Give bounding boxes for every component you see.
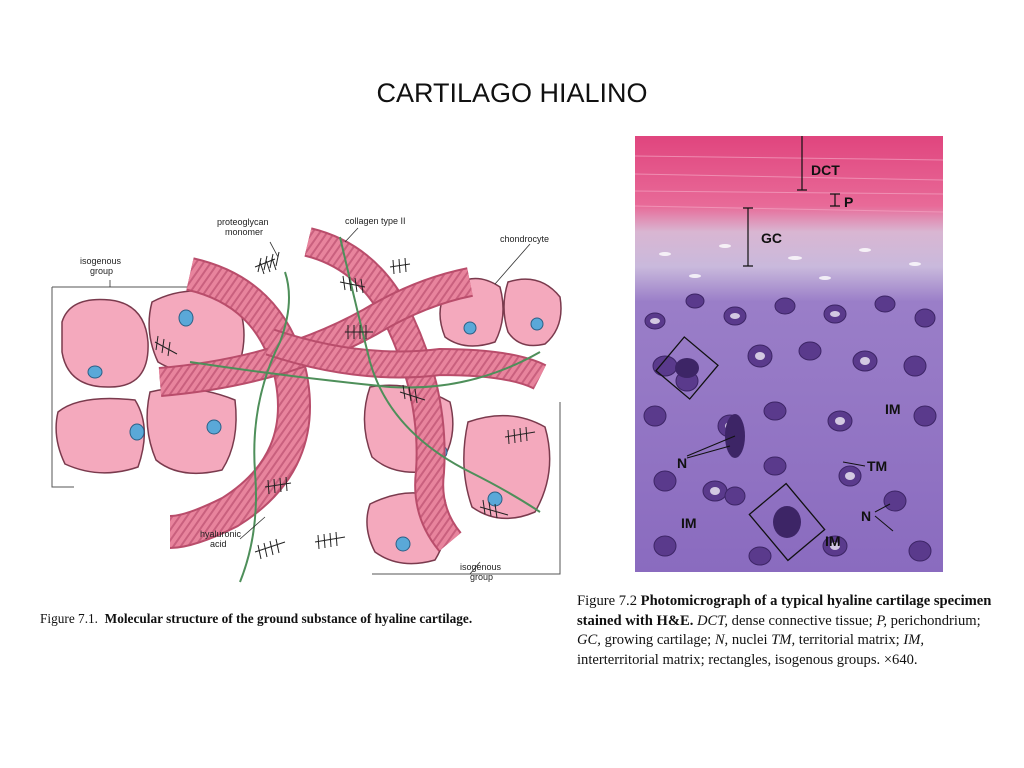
- label-collagen: collagen type II: [345, 216, 406, 226]
- label-isogenous-bottom-1: isogenous: [460, 562, 502, 572]
- label-im-right: IM: [885, 401, 901, 417]
- label-hyaluronic-1: hyaluronic: [200, 529, 242, 539]
- figure-7-2-caption: Figure 7.2 Photomicrograph of a typical …: [577, 592, 1007, 670]
- label-p: P: [844, 194, 853, 210]
- proteoglycan-monomers: [154, 251, 536, 560]
- figure-7-1-illustration: proteoglycan monomer collagen type II ch…: [51, 216, 562, 583]
- nuclei: [87, 309, 544, 552]
- hyaluronic-acid-strands: [189, 236, 541, 583]
- lacunae: [643, 244, 937, 566]
- label-im-bottom: IM: [825, 533, 841, 549]
- caption-2-gc-text: growing cartilage;: [604, 632, 712, 648]
- figure-7-2-photomicrograph: DCT P GC IM N TM IM N IM: [635, 136, 943, 572]
- label-isogenous-top-2: group: [90, 266, 113, 276]
- label-dct: DCT: [811, 162, 840, 178]
- caption-2-tm-text: territorial matrix;: [798, 632, 900, 648]
- caption-2-dct-abbr: DCT,: [697, 612, 728, 629]
- label-isogenous-top-1: isogenous: [80, 256, 122, 266]
- figure-7-1-caption: Figure 7.1. Molecular structure of the g…: [40, 611, 570, 627]
- label-im-left: IM: [681, 515, 697, 531]
- caption-2-p-abbr: P,: [876, 612, 888, 629]
- caption-1-prefix: Figure 7.1.: [40, 611, 98, 626]
- caption-2-n-text: nuclei: [731, 632, 768, 648]
- label-n-left: N: [677, 455, 687, 471]
- label-isogenous-bottom-2: group: [470, 572, 493, 582]
- isogenous-group-boxes: [655, 336, 826, 562]
- label-proteoglycan-1: proteoglycan: [217, 217, 269, 227]
- caption-2-im-abbr: IM,: [903, 632, 924, 648]
- caption-2-magnification: ×640.: [883, 651, 918, 668]
- label-chondrocyte: chondrocyte: [500, 234, 549, 244]
- caption-2-n-abbr: N,: [714, 632, 729, 648]
- caption-2-prefix: Figure 7.2: [577, 593, 637, 609]
- caption-2-title: Photomicrograph of a typical hyaline car…: [577, 593, 992, 629]
- label-proteoglycan-2: monomer: [225, 227, 263, 237]
- caption-2-dct-text: dense connective tissue;: [731, 612, 873, 629]
- label-n-right: N: [861, 508, 871, 524]
- slide-title: CARTILAGO HIALINO: [376, 78, 648, 108]
- collagen-fibers: [158, 227, 547, 552]
- label-hyaluronic-2: acid: [210, 539, 227, 549]
- caption-2-tm-abbr: TM,: [771, 632, 796, 648]
- caption-1-title: Molecular structure of the ground substa…: [104, 611, 473, 626]
- label-tm: TM: [867, 458, 887, 474]
- caption-2-p-text: perichondrium;: [890, 612, 981, 629]
- caption-2-im-text: interterritorial matrix; rectangles, iso…: [577, 651, 881, 668]
- caption-2-gc-abbr: GC,: [577, 632, 601, 648]
- label-gc: GC: [761, 230, 782, 246]
